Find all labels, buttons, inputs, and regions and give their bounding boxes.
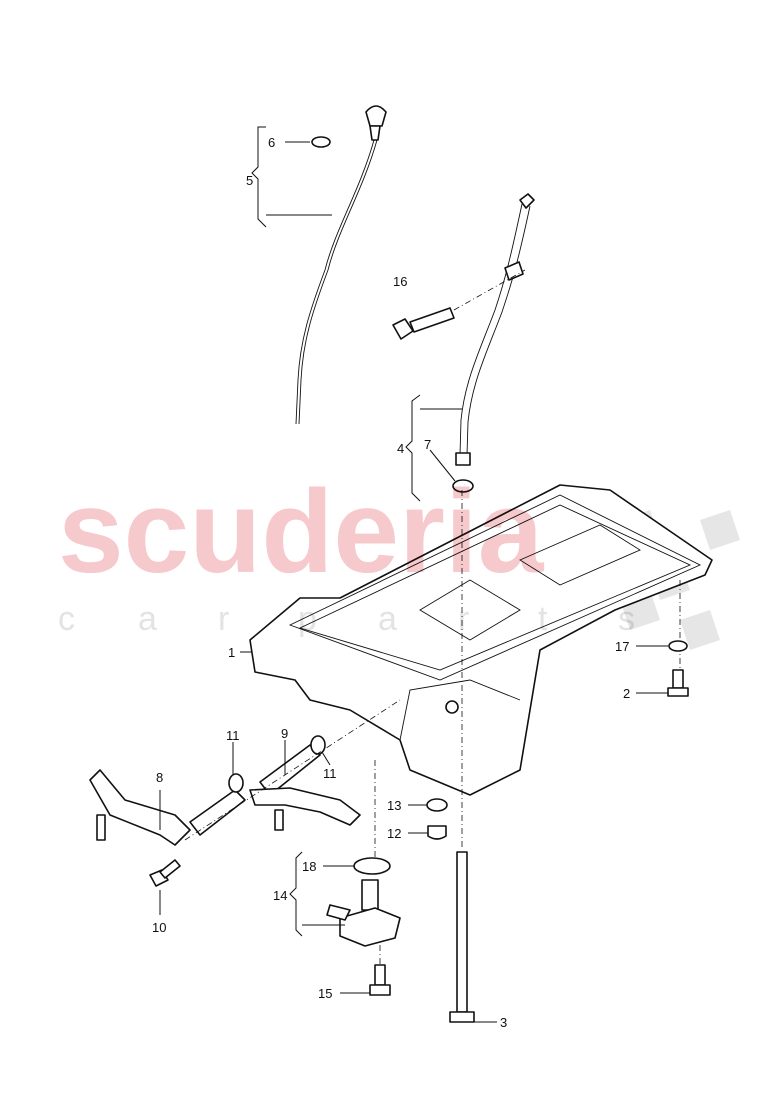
callout-9: 9 [281, 726, 288, 741]
bolt [392, 269, 526, 340]
watermark-letter: r [458, 600, 469, 638]
watermark-letter: a [138, 600, 157, 638]
callout-8: 8 [156, 770, 163, 785]
callout-6: 6 [268, 135, 275, 150]
oil-level-sensor [326, 760, 401, 996]
callout-16: 16 [393, 274, 407, 289]
watermark-letter: c [58, 600, 75, 638]
callout-11: 11 [323, 766, 337, 781]
callout-17: 17 [615, 639, 629, 654]
callout-14: 14 [273, 888, 287, 903]
callout-13: 13 [387, 798, 401, 813]
callout-1: 1 [228, 645, 235, 660]
callout-3: 3 [500, 1015, 507, 1030]
callout-4: 4 [397, 441, 404, 456]
callout-12: 12 [387, 826, 401, 841]
watermark: scuderia c a r p a r t s [58, 466, 635, 638]
callout-5: 5 [246, 173, 253, 188]
callout-labels: 1 2 3 4 5 6 7 8 9 10 11 11 12 13 14 15 1… [152, 135, 630, 1030]
drain-plug [426, 798, 448, 840]
callout-10: 10 [152, 920, 166, 935]
dipstick [295, 105, 387, 425]
watermark-letter: t [538, 600, 548, 638]
callout-18: 18 [302, 859, 316, 874]
watermark-letter: a [378, 600, 397, 638]
callout-15: 15 [318, 986, 332, 1001]
oil-pan [249, 484, 713, 796]
watermark-scuderia: scuderia [58, 466, 545, 598]
bolt-2 [667, 580, 689, 697]
watermark-letter: r [218, 600, 229, 638]
oil-pickup-pipes [89, 699, 401, 887]
watermark-letter: s [618, 600, 635, 638]
leader-lines [159, 126, 668, 1023]
callout-2: 2 [623, 686, 630, 701]
dipstick-guide-tube [452, 193, 535, 493]
watermark-letter: p [298, 600, 317, 638]
callout-11: 11 [226, 728, 240, 743]
callout-7: 7 [424, 437, 431, 452]
